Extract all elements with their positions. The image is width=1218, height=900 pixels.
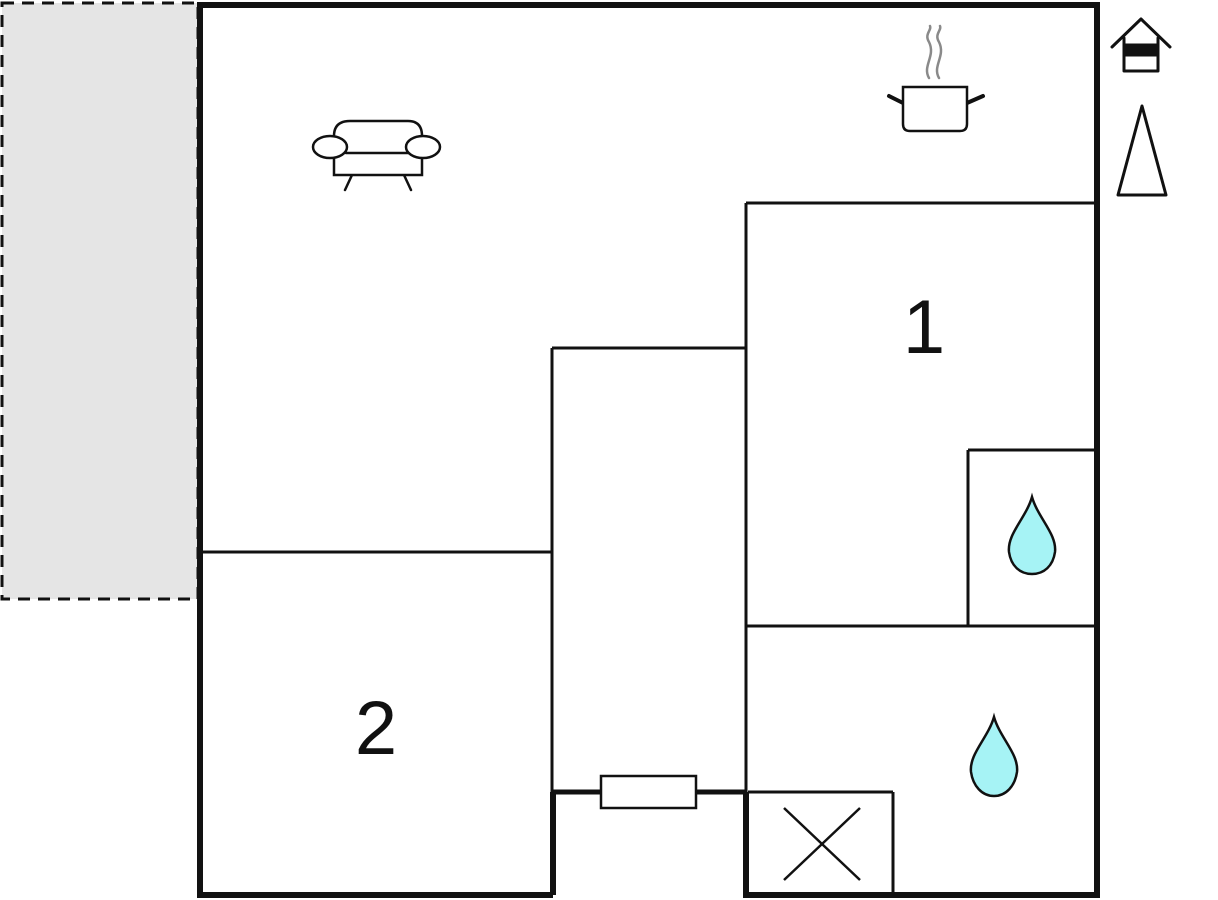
crossed-box-icon xyxy=(783,807,861,881)
room-label-bedroom-2: 2 xyxy=(355,686,397,771)
room-label-bedroom-1: 1 xyxy=(903,285,945,370)
sofa-icon xyxy=(311,119,442,192)
terrace-area xyxy=(0,1,200,601)
water-drop-icon xyxy=(969,712,1019,798)
water-drop-icon xyxy=(1007,492,1057,576)
interior-walls xyxy=(200,201,1096,895)
north-arrow-icon xyxy=(1116,104,1168,197)
house-icon xyxy=(1110,17,1172,73)
entrance-door-icon xyxy=(553,774,746,810)
cooking-pot-icon xyxy=(887,24,985,133)
exterior-walls xyxy=(197,2,1100,898)
